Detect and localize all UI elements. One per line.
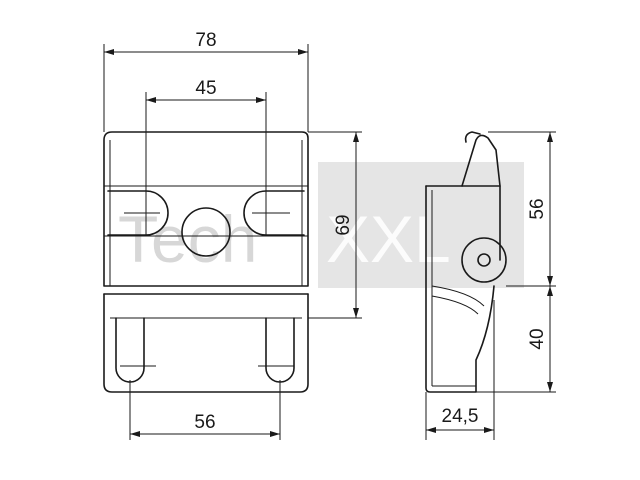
front-slot-right [243, 190, 305, 236]
dim-40-label: 40 [527, 328, 548, 349]
side-lower-curve-2 [431, 295, 479, 315]
side-hook-tip [464, 131, 481, 143]
front-lower-slot-right [265, 317, 295, 383]
dim-56-bottom-label: 56 [194, 412, 215, 433]
dim-78-label: 78 [195, 30, 216, 51]
dim-24-5-label: 24,5 [442, 406, 479, 427]
side-pivot-outer [461, 237, 507, 283]
dimension-lines: 78 45 69 56 56 40 [103, 30, 556, 440]
front-upper-body [103, 131, 309, 287]
side-pivot-inner [477, 253, 491, 267]
front-slot-left [107, 190, 169, 236]
front-lower-slot-left [115, 317, 145, 383]
side-hook-arm [461, 134, 501, 261]
side-lower-curve-1 [431, 285, 485, 307]
watermark: Tech XXL [118, 162, 524, 288]
dim-45-label: 45 [195, 78, 216, 99]
watermark-background [318, 162, 524, 288]
dim-69-label: 69 [333, 214, 354, 235]
front-center-hole [181, 207, 231, 257]
dim-56-side-label: 56 [527, 198, 548, 219]
watermark-text-tech: Tech [118, 202, 257, 276]
watermark-text-xxl: XXL [326, 202, 451, 276]
front-lower-body [103, 293, 309, 393]
